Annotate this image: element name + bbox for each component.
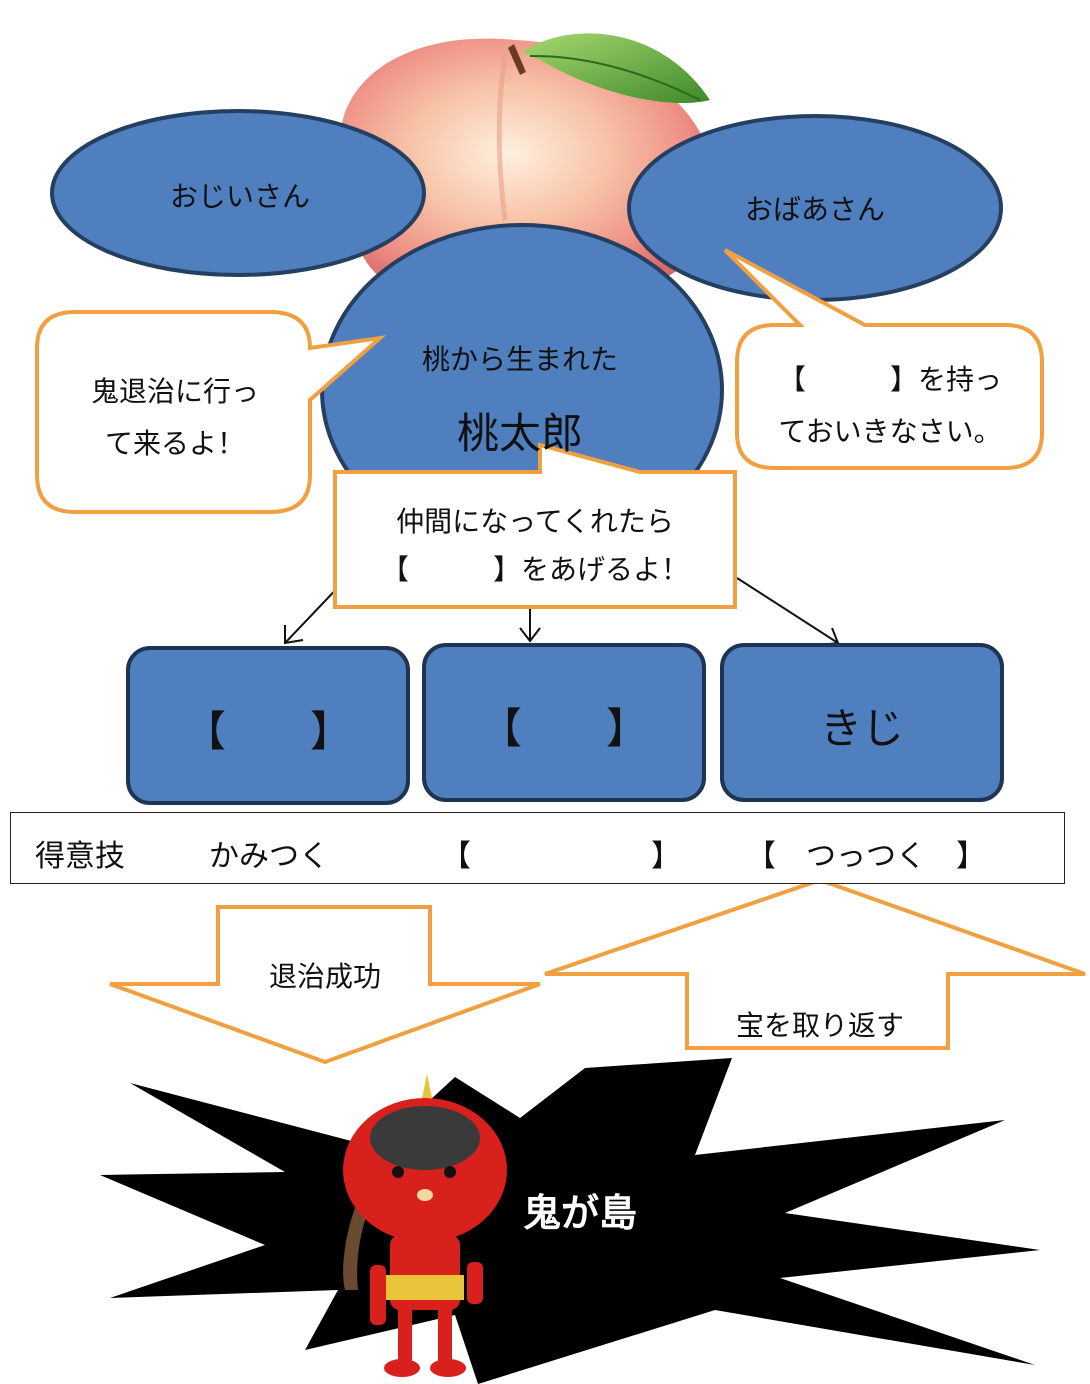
hero-speech-line-1: 鬼退治に行っ bbox=[90, 375, 259, 408]
companion-arrows bbox=[284, 577, 840, 646]
skills-row: 得意技 かみつく 【 】 【 つっつく 】 bbox=[10, 812, 1065, 884]
grandmother-speech-line-1: 【 】を持っ bbox=[777, 363, 1002, 396]
grandmother-label: おばあさん bbox=[744, 193, 885, 226]
peach-illustration bbox=[339, 33, 716, 295]
grandmother-speech-bubble bbox=[723, 248, 1044, 470]
skill-3: 【 つっつく 】 bbox=[746, 839, 986, 874]
skill-2: 【 】 bbox=[441, 839, 681, 874]
offer-line-2: 【 】をあげるよ！ bbox=[380, 553, 689, 586]
oni-island-starburst bbox=[100, 1058, 1040, 1384]
down-arrow-label: 退治成功 bbox=[268, 960, 381, 993]
hero-speech-line-2: て来るよ！ bbox=[104, 427, 245, 460]
oni-mascot bbox=[343, 1074, 507, 1377]
hero-speech-bubble bbox=[35, 310, 387, 514]
offer-line-1: 仲間になってくれたら bbox=[396, 505, 674, 538]
grandfather-ellipse bbox=[50, 109, 426, 277]
up-arrow-label: 宝を取り返す bbox=[735, 1009, 904, 1042]
skills-heading: 得意技 bbox=[35, 839, 125, 874]
oni-island-label: 鬼が島 bbox=[522, 1191, 637, 1235]
momotaro-label: 桃太郎 bbox=[456, 409, 583, 458]
skill-1: かみつく bbox=[209, 839, 329, 874]
companion-label-2: 【 】 bbox=[479, 704, 648, 753]
born-from-peach-label: 桃から生まれた bbox=[421, 343, 618, 376]
companion-box-1 bbox=[126, 646, 410, 805]
down-arrow-shape bbox=[109, 905, 541, 1065]
up-arrow-shape bbox=[544, 877, 1086, 1050]
grandmother-speech-line-2: ておいきなさい。 bbox=[778, 415, 1002, 448]
companion-label-3: きじ bbox=[819, 704, 904, 753]
companion-box-3 bbox=[720, 643, 1004, 802]
offer-callout bbox=[333, 442, 737, 609]
companion-box-2 bbox=[422, 643, 706, 802]
grandfather-label: おじいさん bbox=[169, 180, 310, 213]
companion-label-1: 【 】 bbox=[183, 707, 352, 756]
